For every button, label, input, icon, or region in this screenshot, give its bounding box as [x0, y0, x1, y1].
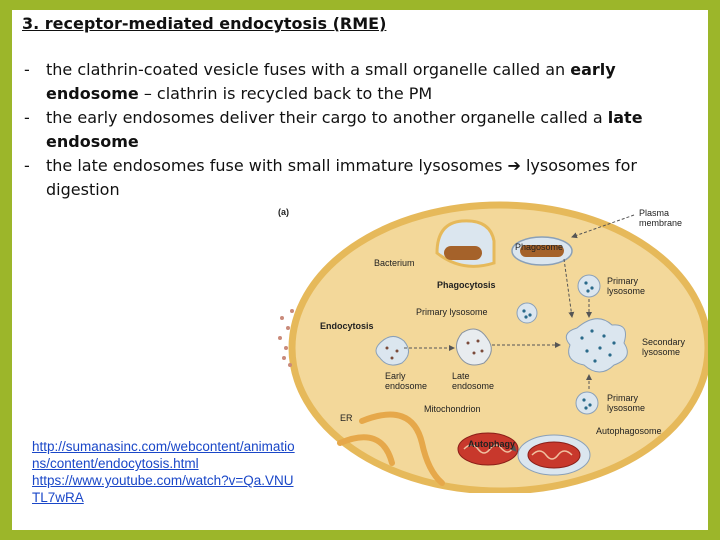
primary-lysosome-bottom — [575, 391, 599, 415]
panel-label: (a) — [278, 207, 289, 217]
bullet-dash: - — [24, 156, 30, 175]
label-autophagy: Autophagy — [468, 439, 515, 449]
bullet-text: digestion — [46, 180, 120, 199]
reference-links: http://sumanasinc.com/webcontent/animati… — [32, 438, 295, 506]
bullet-dash: - — [24, 60, 30, 79]
label-plasma-membrane: Plasma — [639, 208, 670, 218]
slide-title: 3. receptor-mediated endocytosis (RME) — [22, 14, 387, 33]
primary-lysosome-top — [577, 274, 601, 298]
bullet-text: lysosomes for — [520, 156, 637, 175]
label-late-endosome: Late — [452, 371, 470, 381]
bullet-text: – clathrin is recycled back to the PM — [138, 84, 433, 103]
bullet-bold-term: early — [570, 60, 616, 79]
endoplasmic-reticulum — [359, 411, 445, 486]
label-endocytosis: Endocytosis — [320, 321, 374, 331]
label-plasma-membrane: membrane — [639, 218, 683, 228]
label-secondary-lysosome: Secondary — [642, 337, 686, 347]
bullet-item: - the clathrin-coated vesicle fuses with… — [18, 58, 678, 106]
label-early-endosome: endosome — [385, 381, 428, 391]
late-endosome — [456, 328, 492, 366]
bacterium-shape — [444, 246, 482, 260]
label-early-endosome: Early — [385, 371, 406, 381]
bullet-bold-term: late — [607, 108, 643, 127]
bullet-text: the late endosomes fuse with small immat… — [46, 156, 508, 175]
arrow-right-icon: ➔ — [507, 156, 521, 175]
label-autophagosome: Autophagosome — [596, 426, 662, 436]
bullet-bold-term: endosome — [46, 84, 139, 103]
label-bacterium: Bacterium — [374, 258, 415, 268]
label-mitochondrion: Mitochondrion — [424, 404, 481, 414]
cell-body — [288, 201, 708, 493]
label-primary-lysosome-top: lysosome — [607, 286, 646, 296]
label-secondary-lysosome: lysosome — [642, 347, 681, 357]
bullet-list: - the clathrin-coated vesicle fuses with… — [18, 58, 678, 202]
label-phagosome: Phagosome — [515, 242, 564, 252]
cell-illustration — [278, 201, 708, 493]
mitochondrion-shape — [457, 432, 519, 466]
label-primary-lysosome-bottom: Primary — [607, 393, 638, 403]
endocytosis-diagram: (a) Plasma membrane Phagosome Bacterium … — [262, 193, 708, 493]
early-endosome — [375, 336, 409, 366]
label-phagocytosis: Phagocytosis — [437, 280, 496, 290]
link-youtube[interactable]: https://www.youtube.com/watch?v=Qa.VNU — [32, 473, 294, 488]
label-primary-lysosome-mid: Primary lysosome — [416, 307, 488, 317]
bullet-item: - the early endosomes deliver their carg… — [18, 106, 678, 154]
bullet-text: the clathrin-coated vesicle fuses with a… — [46, 60, 571, 79]
label-late-endosome: endosome — [452, 381, 495, 391]
link-sumanas[interactable]: ns/content/endocytosis.html — [32, 456, 199, 471]
slide: 3. receptor-mediated endocytosis (RME) -… — [12, 10, 708, 530]
secondary-lysosome — [565, 318, 628, 373]
link-youtube[interactable]: TL7wRA — [32, 490, 84, 505]
label-primary-lysosome-top: Primary — [607, 276, 638, 286]
bullet-bold-term: endosome — [46, 132, 139, 151]
bullet-dash: - — [24, 108, 30, 127]
bullet-item: - the late endosomes fuse with small imm… — [18, 154, 678, 202]
label-er: ER — [340, 413, 353, 423]
bullet-text: the early endosomes deliver their cargo … — [46, 108, 608, 127]
link-sumanas[interactable]: http://sumanasinc.com/webcontent/animati… — [32, 439, 295, 454]
primary-lysosome-mid — [516, 302, 538, 324]
label-primary-lysosome-bottom: lysosome — [607, 403, 646, 413]
